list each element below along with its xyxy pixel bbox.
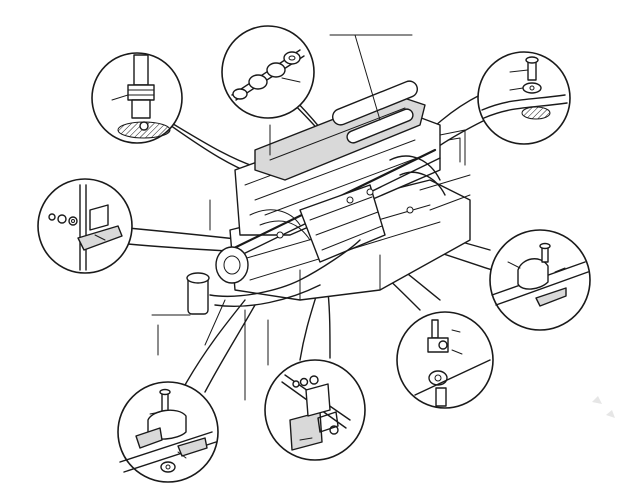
bracket-clip-icon	[281, 374, 351, 451]
page-smudge	[592, 396, 615, 418]
pipe-clamp-icon	[119, 388, 217, 473]
bracket-icon	[48, 184, 123, 271]
inset-clip-bolt-top-right	[477, 51, 571, 145]
inset-pipe-unions	[221, 25, 315, 119]
pipe-union-icon	[231, 49, 305, 101]
engine-assembly	[151, 34, 471, 401]
bolt-washer-icon	[414, 319, 491, 407]
inset-bracket-left	[37, 178, 133, 274]
inset-bolt-washer-right	[396, 311, 494, 409]
union-nut-fitting-icon	[117, 121, 171, 139]
clamp-bolt-icon	[481, 56, 568, 120]
inset-clamp-bottom-left	[117, 381, 219, 483]
inset-pipe-fitting	[91, 52, 183, 144]
pipe-clamp-icon	[491, 242, 589, 307]
inset-clamp-right	[489, 229, 591, 331]
inset-bracket-bottom	[264, 359, 366, 461]
